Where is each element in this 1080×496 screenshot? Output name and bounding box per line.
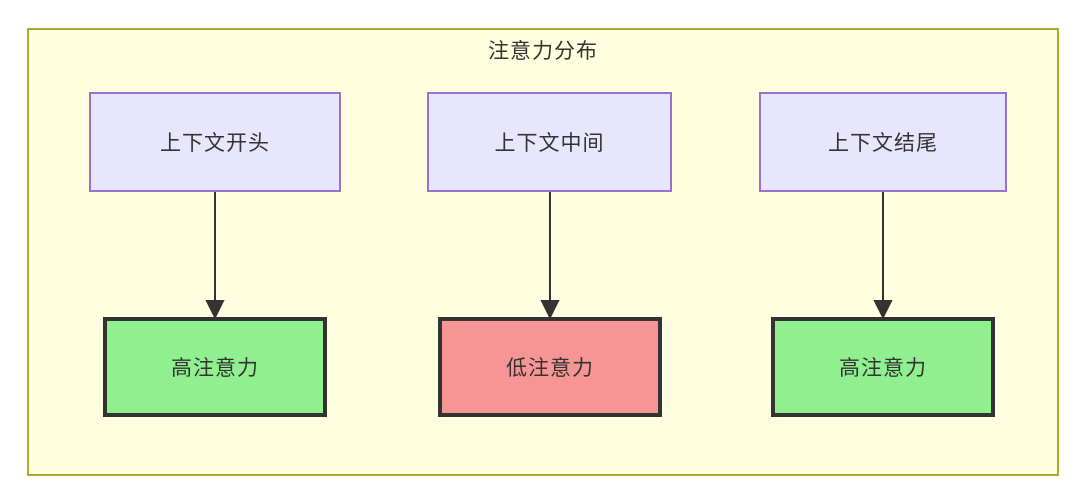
node-low-attention-middle[interactable]: 低注意力 <box>438 317 662 417</box>
node-high-attention-start[interactable]: 高注意力 <box>103 317 327 417</box>
node-label: 上下文结尾 <box>828 132 938 155</box>
node-context-middle[interactable]: 上下文中间 <box>427 92 672 192</box>
node-context-start[interactable]: 上下文开头 <box>89 92 341 192</box>
node-context-end[interactable]: 上下文结尾 <box>759 92 1007 192</box>
node-label: 低注意力 <box>506 357 594 380</box>
node-label: 高注意力 <box>171 357 259 380</box>
node-label: 上下文中间 <box>494 132 605 155</box>
node-high-attention-end[interactable]: 高注意力 <box>771 317 995 417</box>
node-label: 上下文开头 <box>160 132 270 155</box>
diagram-title: 注意力分布 <box>488 40 598 63</box>
node-label: 高注意力 <box>839 357 927 380</box>
